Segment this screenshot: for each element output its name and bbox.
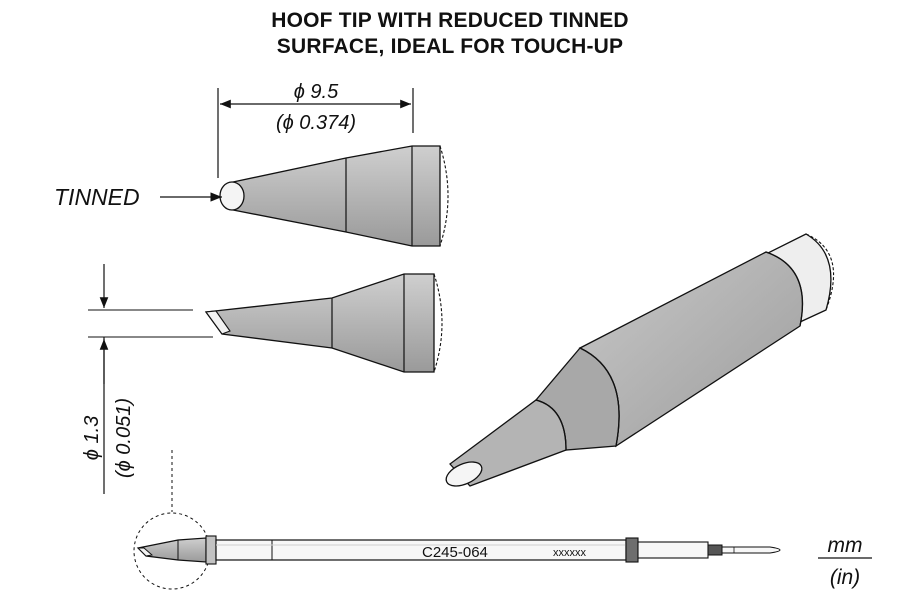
title-line-1: HOOF TIP WITH REDUCED TINNED xyxy=(271,9,629,32)
width-mm-label: ϕ 9.5 xyxy=(294,81,339,103)
units-metric: mm xyxy=(828,534,863,557)
units-legend: mm (in) xyxy=(818,534,872,589)
side-view-tip: ϕ 1.3 (ϕ 0.051) xyxy=(81,264,443,494)
top-view-tip: ϕ 9.5 (ϕ 0.374) TINNED xyxy=(54,81,449,247)
diagram-title: HOOF TIP WITH REDUCED TINNED SURFACE, ID… xyxy=(0,8,900,60)
width-in-label: (ϕ 0.374) xyxy=(276,112,356,134)
tip-in-label: (ϕ 0.051) xyxy=(113,398,135,478)
cartridge-code: C245-064 xyxy=(422,544,488,561)
cartridge-band xyxy=(625,537,639,563)
tip-mm-label: ϕ 1.3 xyxy=(81,416,103,460)
units-imperial: (in) xyxy=(830,566,860,589)
full-cartridge: C245-064 xxxxxx xyxy=(133,450,781,590)
perspective-view-tip xyxy=(445,233,834,487)
hoof-face xyxy=(445,461,483,487)
cartridge-serial: xxxxxx xyxy=(553,547,587,559)
tinned-label: TINNED xyxy=(54,184,140,210)
title-line-2: SURFACE, IDEAL FOR TOUCH-UP xyxy=(276,35,624,58)
tinned-surface xyxy=(219,181,245,211)
